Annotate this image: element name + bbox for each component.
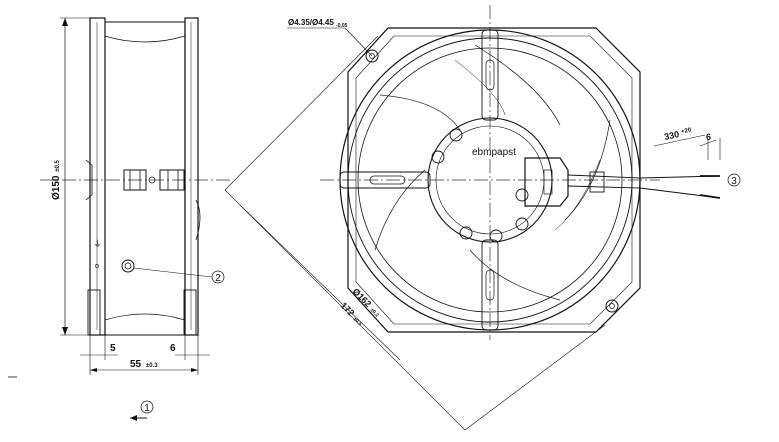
- side-view: ⏚ 2 5 6 55 ±0.3: [8, 17, 230, 378]
- callout-1-label: 1: [144, 403, 150, 414]
- side-diameter-dim: Ø150 ±0.5: [51, 159, 62, 200]
- brand-logo: ebmpapst: [472, 147, 516, 158]
- lead-length-dim: 330 +20: [663, 126, 693, 142]
- side-right-flange-dim: 6: [170, 343, 176, 354]
- hole-dim: Ø4.35/Ø4.45 -0.05: [288, 18, 348, 29]
- side-flange-dim: 5: [110, 343, 116, 354]
- ground-symbol: ⏚: [93, 239, 102, 249]
- front-view: ebmpapst 3 330 +20 6 Ø4.35/Ø4.45 -0.05: [224, 5, 741, 431]
- strip-length-dim: 6: [706, 132, 711, 142]
- airflow-direction: 1: [130, 400, 154, 421]
- side-depth-dim: 55 ±0.3: [130, 359, 158, 370]
- callout-2-label: 2: [215, 273, 221, 284]
- callout-3-label: 3: [731, 176, 737, 187]
